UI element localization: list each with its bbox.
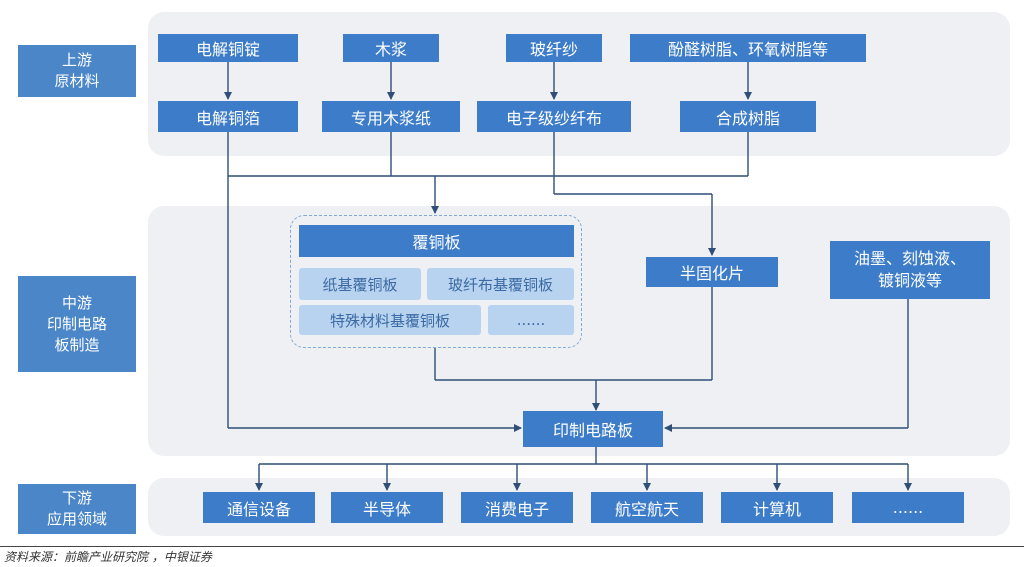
stage-upstream-line1: 上游 (61, 51, 92, 69)
stage-upstream-line2: 原材料 (54, 72, 100, 90)
glass-fiber-cloth: 电子级纱纤布 (477, 101, 631, 132)
ccl-glass-fiber-based: 玻纤布基覆铜板 (427, 268, 574, 300)
raw-copper-ingot: 电解铜锭 (158, 34, 298, 62)
chemicals: 油墨、刻蚀液、 镀铜液等 (830, 241, 990, 299)
app-aerospace: 航空航天 (591, 492, 703, 523)
app-computer: 计算机 (721, 492, 833, 523)
stage-upstream: 上游 原材料 (18, 45, 136, 97)
copper-foil: 电解铜箔 (158, 101, 298, 132)
source-note: 资料来源：前瞻产业研究院 ，中银证券 (4, 550, 212, 564)
stage-downstream-line2: 应用领域 (46, 510, 107, 528)
app-telecom: 通信设备 (203, 492, 315, 523)
wood-pulp-paper: 专用木浆纸 (322, 101, 460, 132)
stage-midstream-line2: 印制电路 (46, 314, 107, 333)
raw-resins: 酚醛树脂、环氧树脂等 (630, 34, 866, 62)
app-semiconductor: 半导体 (331, 492, 443, 523)
pcb: 印制电路板 (523, 411, 663, 447)
ccl-group (290, 215, 582, 348)
app-consumer-electronics: 消费电子 (461, 492, 573, 523)
raw-wood-pulp: 木浆 (343, 34, 439, 62)
stage-midstream: 中游 印制电路 板制造 (18, 276, 136, 372)
footer-rule (0, 546, 1024, 547)
stage-downstream-line1: 下游 (61, 489, 92, 507)
stage-downstream: 下游 应用领域 (18, 484, 136, 534)
raw-glass-fiber-yarn: 玻纤纱 (506, 34, 602, 62)
ccl-title: 覆铜板 (299, 225, 574, 257)
stage-midstream-line3: 板制造 (54, 335, 100, 354)
chemicals-line1: 油墨、刻蚀液、 (853, 249, 966, 268)
ccl-more: ...... (488, 305, 574, 335)
ccl-special-material: 特殊材料基覆铜板 (299, 305, 481, 335)
chemicals-line2: 镀铜液等 (877, 271, 942, 290)
app-more: ...... (852, 492, 964, 523)
synthetic-resin: 合成树脂 (680, 101, 816, 132)
stage-midstream-line1: 中游 (61, 293, 92, 312)
ccl-paper-based: 纸基覆铜板 (299, 268, 421, 300)
prepreg: 半固化片 (646, 257, 778, 287)
